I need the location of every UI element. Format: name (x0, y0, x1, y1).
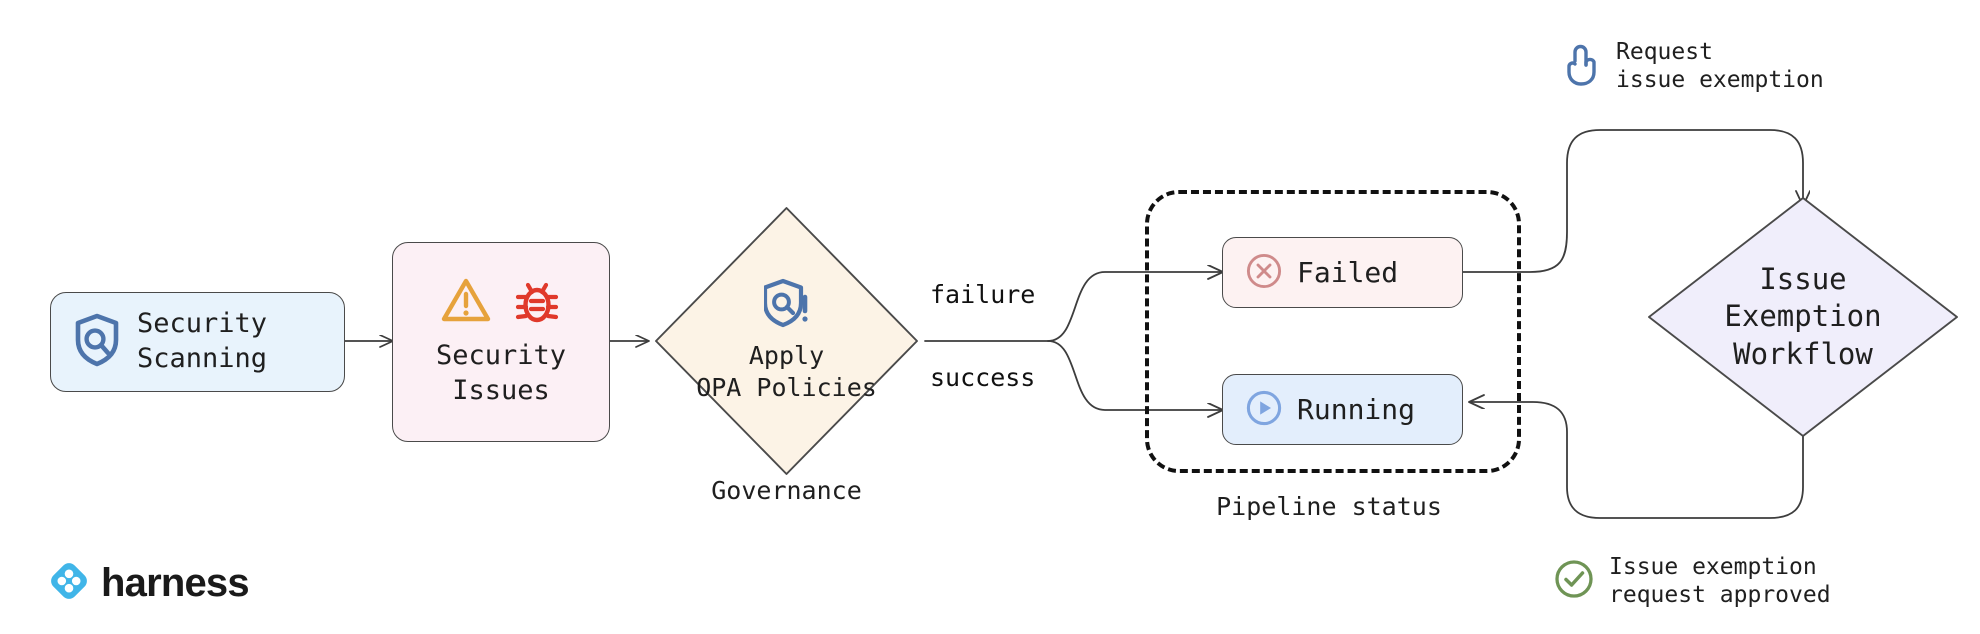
pipeline-status-caption: Pipeline status (1216, 492, 1442, 521)
edge-success-to-running (1047, 340, 1222, 410)
shield-alert-icon (762, 278, 810, 334)
security-issues-label: Security Issues (435, 340, 567, 406)
failed-label: Failed (1297, 255, 1399, 289)
node-running[interactable]: Running (1222, 374, 1463, 445)
node-issue-exemption-workflow[interactable]: Issue Exemption Workflow (1643, 192, 1963, 442)
apply-opa-policies-label: Apply OPA Policies (696, 341, 877, 402)
annotation-exemption-approved-text: Issue exemption request approved (1609, 554, 1831, 609)
harness-logo: harness (48, 560, 250, 606)
node-failed[interactable]: Failed (1222, 237, 1463, 308)
issue-exemption-workflow-label: Issue Exemption Workflow (1724, 262, 1882, 371)
edge-label-failure: failure (930, 280, 1036, 309)
node-security-issues[interactable]: Security Issues (392, 242, 610, 442)
security-scanning-label: Security Scanning (137, 308, 268, 374)
pipeline-status-group (1145, 190, 1521, 473)
edge-failed-to-workflow (1462, 129, 1803, 273)
shield-search-icon (73, 313, 121, 371)
annotation-request-exemption-text: Request issue exemption (1616, 39, 1824, 94)
edge-label-success: success (930, 363, 1036, 392)
click-hand-icon (1562, 41, 1602, 91)
annotation-exemption-approved: Issue exemption request approved (1553, 553, 1831, 609)
warning-triangle-icon (440, 276, 492, 328)
bug-icon (512, 275, 562, 329)
edge-failure-to-failed (1047, 272, 1222, 342)
node-security-scanning[interactable]: Security Scanning (50, 292, 345, 392)
play-circle-icon (1245, 389, 1283, 431)
governance-caption: Governance (711, 476, 862, 505)
x-circle-icon (1245, 252, 1283, 294)
running-label: Running (1297, 392, 1416, 426)
harness-wordmark: harness (101, 560, 250, 605)
node-apply-opa-policies[interactable]: Apply OPA Policies (648, 200, 925, 482)
edge-workflow-to-running (1470, 402, 1804, 519)
harness-diamond-logo-icon (48, 560, 90, 606)
check-circle-icon (1553, 558, 1595, 604)
annotation-request-exemption: Request issue exemption (1562, 38, 1824, 94)
